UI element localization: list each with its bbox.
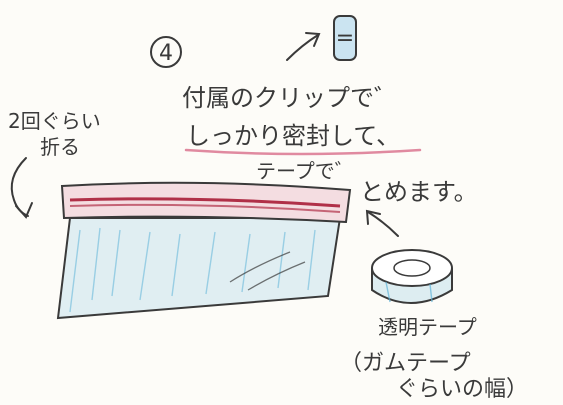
fold-arrow <box>10 157 33 219</box>
instruction-underline <box>184 148 422 156</box>
instruction-line4: とめます。 <box>360 178 478 206</box>
instruction-line2: しっかり密封して、 <box>186 122 400 150</box>
clip-arrow <box>286 32 321 61</box>
instruction-line3: テープで゛ <box>256 159 355 183</box>
clip-icon: = <box>333 15 357 61</box>
clip-label: = <box>336 26 354 51</box>
tape-width-note-line1: （ガムテープ <box>340 351 471 376</box>
step-number-badge: 4 <box>150 36 182 68</box>
fold-note-line1: 2回ぐらい <box>8 109 101 133</box>
fold-note-line2: 折る <box>40 135 80 159</box>
instruction-line1: 付属のクリップで゛ <box>182 84 398 112</box>
tape-label: 透明テープ <box>378 315 477 339</box>
seal-arrow <box>365 209 399 237</box>
step-number: 4 <box>159 41 173 66</box>
tape-roll-icon <box>371 249 453 304</box>
sealed-bag <box>56 181 352 320</box>
tape-width-note-line2: ぐらいの幅） <box>396 377 528 402</box>
